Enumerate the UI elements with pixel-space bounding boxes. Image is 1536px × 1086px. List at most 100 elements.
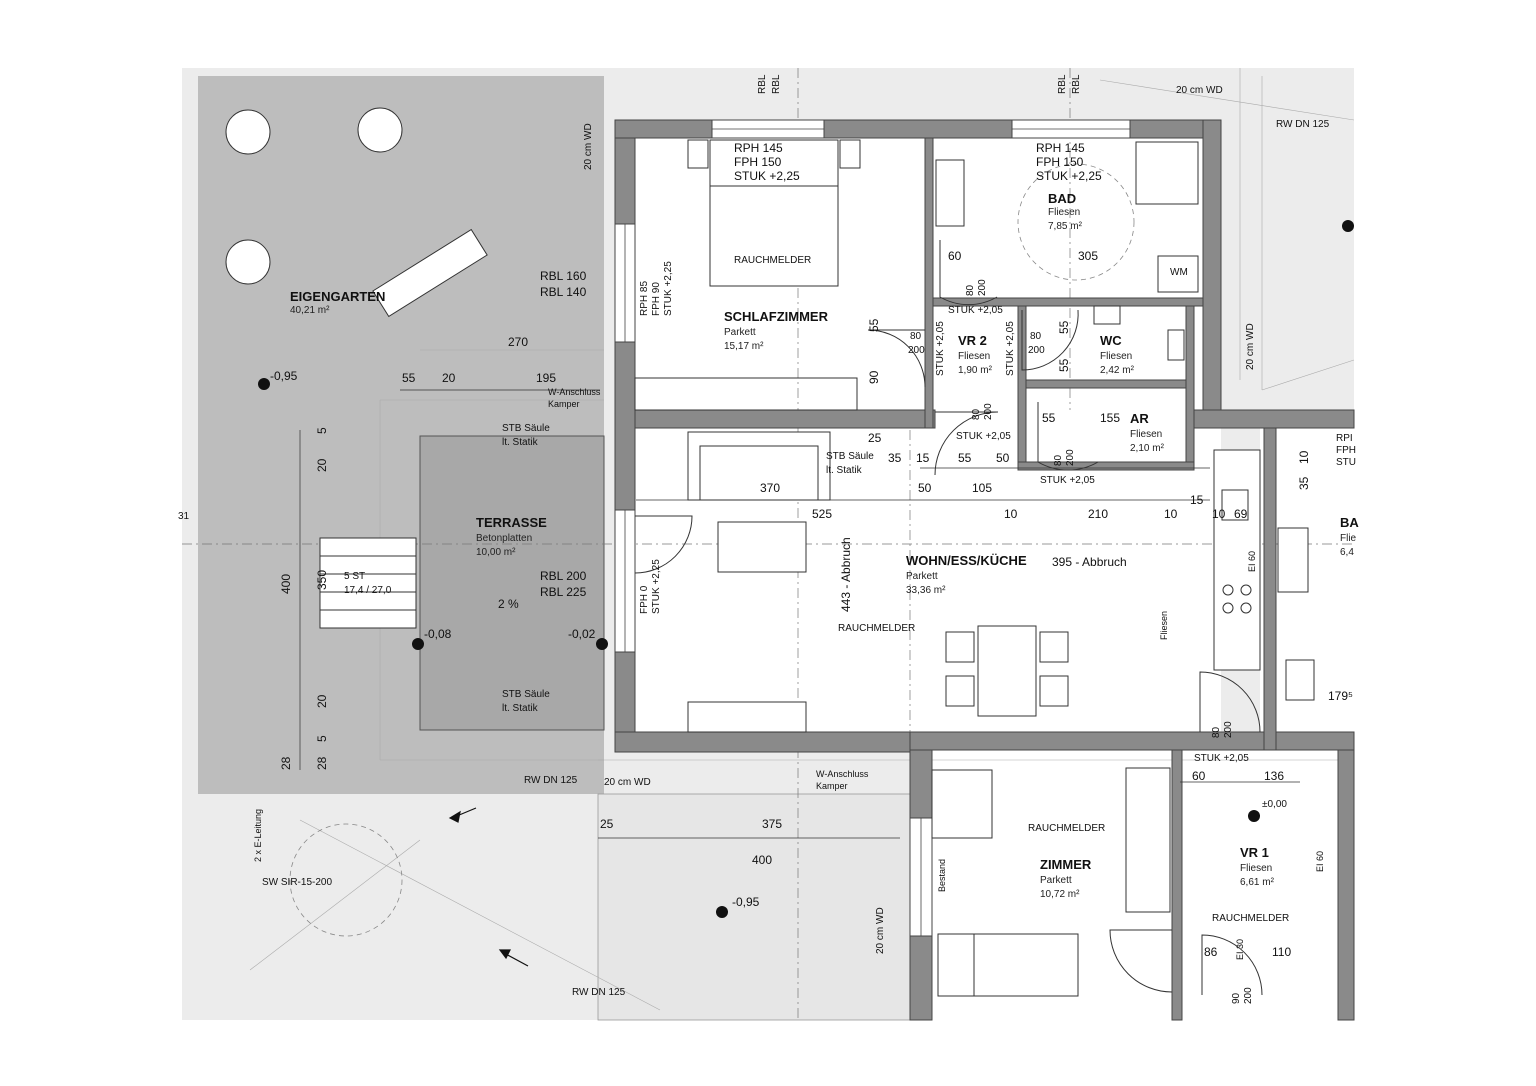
level-label-lower: -0,95 [732,895,760,909]
rbl-top-label-1: RBL [757,74,768,94]
statik-label-2: lt. Statik [502,703,538,714]
dim-90-sz: 90 [867,370,881,384]
room-name-schlafzimmer: SCHLAFZIMMER [724,309,828,324]
dim-200-wc-door: 200 [1028,345,1045,356]
dim-195: 195 [536,371,557,385]
stuk-label-ar: STUK +2,05 [1040,475,1095,486]
wardrobe [1125,767,1171,913]
room-area-terrasse: 10,00 m² [476,547,516,558]
dim-400-left: 400 [279,573,293,594]
dim-86: 86 [1204,945,1218,959]
bed-window-label-fph: FPH 150 [734,155,782,169]
stuk-label-vr2-left: STUK +2,05 [935,321,946,376]
wm-label: WM [1170,267,1188,278]
room-area-eigengarten: 40,21 m² [290,305,330,316]
level-label-terrace-right: -0,02 [568,627,596,641]
dim-25-wohn: 25 [868,431,882,445]
sideboard [687,701,807,733]
room-name-terrasse: TERRASSE [476,515,547,530]
dim-370: 370 [760,481,781,495]
dim-15-wohn: 15 [916,451,930,465]
edge-left-number: 31 [178,511,190,522]
room-name-zimmer: ZIMMER [1040,857,1092,872]
ei60-label-1: EI 60 [1247,550,1257,572]
statik-label-3: lt. Statik [826,465,862,476]
dim-155: 155 [1100,411,1121,425]
dim-200-vr2-door: 200 [908,345,925,356]
dim-55-sz: 55 [867,318,881,332]
coffee-table [717,521,807,573]
abbruch-395-label: 395 - Abbruch [1052,555,1127,569]
stb-saeule-label-1: STB Säule [502,423,550,434]
fph-90-label: FPH 90 [651,282,662,316]
garden-bench [372,228,488,318]
room-floor-wohn: Parkett [906,571,938,582]
wd-bottom-label: 20 cm WD [604,777,651,788]
kamper-label-2: Kamper [816,781,848,791]
dim-136: 136 [1264,769,1285,783]
edge-fph-label: FPH [1336,445,1356,456]
room-area-bad: 7,85 m² [1048,221,1082,232]
fph-0-label: FPH 0 [639,585,650,614]
dim-200-bad-door: 200 [977,279,988,296]
level-markers [258,220,1354,918]
dim-375: 375 [762,817,783,831]
stb-saeule-label-2: STB Säule [502,689,550,700]
rauchmelder-label-3: RAUCHMELDER [1028,823,1106,834]
level-label-vr1: ±0,00 [1262,799,1287,810]
stairs-label: 5 ST [344,571,366,582]
stb-saeule-label-3: STB Säule [826,451,874,462]
stuk-label-window-2: STUK +2,25 [651,559,662,614]
desk [931,769,993,839]
dim-305: 305 [1078,249,1099,263]
edge-ba-label: BA [1340,515,1359,530]
rauchmelder-label-2: RAUCHMELDER [838,623,916,634]
dim-270: 270 [508,335,529,349]
dim-28-b: 28 [315,756,329,770]
stuk-label-vr2-right: STUK +2,05 [1005,321,1016,376]
sw-sir-label: SW SIR-15-200 [262,877,333,888]
bed-window-label-stuk: STUK +2,25 [734,169,800,183]
rbl-200-label: RBL 200 [540,569,587,583]
room-area-schlafzimmer: 15,17 m² [724,341,764,352]
dim-50-wohn-b: 50 [918,481,932,495]
dim-55-garden: 55 [402,371,416,385]
room-area-ar: 2,10 m² [1130,443,1164,454]
level-label-terrace-left: -0,08 [424,627,452,641]
rauchmelder-label-4: RAUCHMELDER [1212,913,1290,924]
dim-80-vr2-bottom: 80 [971,408,982,420]
dim-10-b: 10 [1164,507,1178,521]
dimension-lines [299,389,1300,839]
dim-55-wc-b: 55 [1057,358,1071,372]
rw-dn-bottom-label: RW DN 125 [572,987,626,998]
dim-35-right: 35 [1297,476,1311,490]
room-floor-zimmer: Parkett [1040,875,1072,886]
terrace-area [419,435,605,731]
edge-stu-label: STU [1336,457,1356,468]
rbl-160-label: RBL 160 [540,269,587,283]
kamper-label-1: Kamper [548,399,580,409]
dim-80-wc-door: 80 [1030,331,1042,342]
room-name-ar: AR [1130,411,1149,426]
shower [1135,141,1199,205]
washing-machine [1157,255,1199,293]
bad-window-label-stuk: STUK +2,25 [1036,169,1102,183]
dim-20-garden: 20 [442,371,456,385]
stairs [319,537,417,629]
dim-10-c: 10 [1212,507,1226,521]
dim-105: 105 [972,481,993,495]
rph-85-label: RPH 85 [639,280,650,316]
bestand-label: Bestand [937,858,947,892]
rbl-top-label-4: RBL [1071,74,1082,94]
dining-table [977,625,1037,717]
rbl-140-label: RBL 140 [540,285,587,299]
turning-circles [289,163,1135,937]
room-floor-vr1: Fliesen [1240,863,1273,874]
edge-num-label: 6,4 [1340,547,1354,558]
dim-55-wc: 55 [1057,320,1071,334]
e-leitung-label: 2 x E-Leitung [253,808,263,862]
wd-top-left-label: 20 cm WD [583,123,594,170]
dim-10-a: 10 [1004,507,1018,521]
dim-35-wohn: 35 [888,451,902,465]
wc-bowl [1167,329,1185,361]
